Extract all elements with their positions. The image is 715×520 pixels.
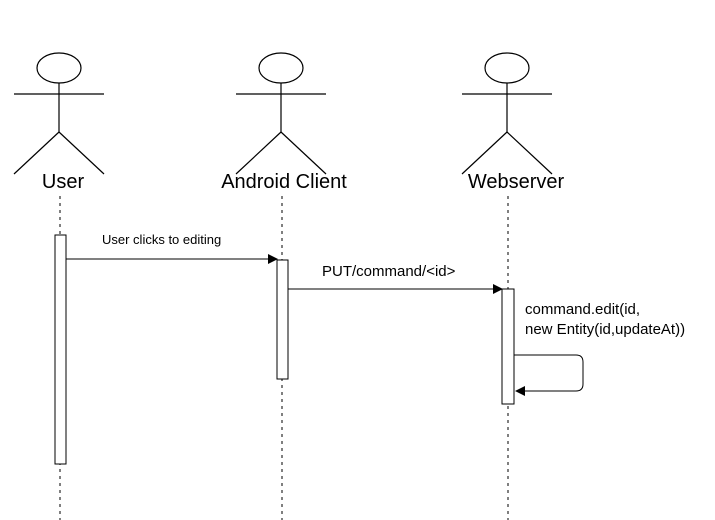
message-label: PUT/command/<id> (322, 263, 456, 280)
actor-webserver-label: Webserver (468, 171, 565, 193)
stick-figure-icon (461, 52, 553, 175)
self-call-label-line-2: new Entity(id,updateAt)) (525, 321, 685, 338)
stick-figure-icon (235, 52, 327, 175)
self-call-command-edit: command.edit(id, new Entity(id,updateAt)… (514, 301, 685, 396)
activation-bar-webserver (501, 288, 515, 405)
activation-bar-android-client (276, 259, 289, 380)
actor-user: User (13, 52, 105, 193)
actor-webserver: Webserver (461, 52, 565, 193)
activation-bar-user (54, 234, 67, 465)
actor-user-label: User (42, 171, 85, 193)
actor-android-client-label: Android Client (221, 171, 347, 193)
message-label: User clicks to editing (102, 232, 221, 247)
actor-android-client: Android Client (221, 52, 347, 193)
message-user-clicks: User clicks to editing (66, 232, 278, 264)
self-call-label-line-1: command.edit(id, (525, 301, 640, 318)
message-put-command: PUT/command/<id> (288, 263, 503, 294)
stick-figure-icon (13, 52, 105, 175)
